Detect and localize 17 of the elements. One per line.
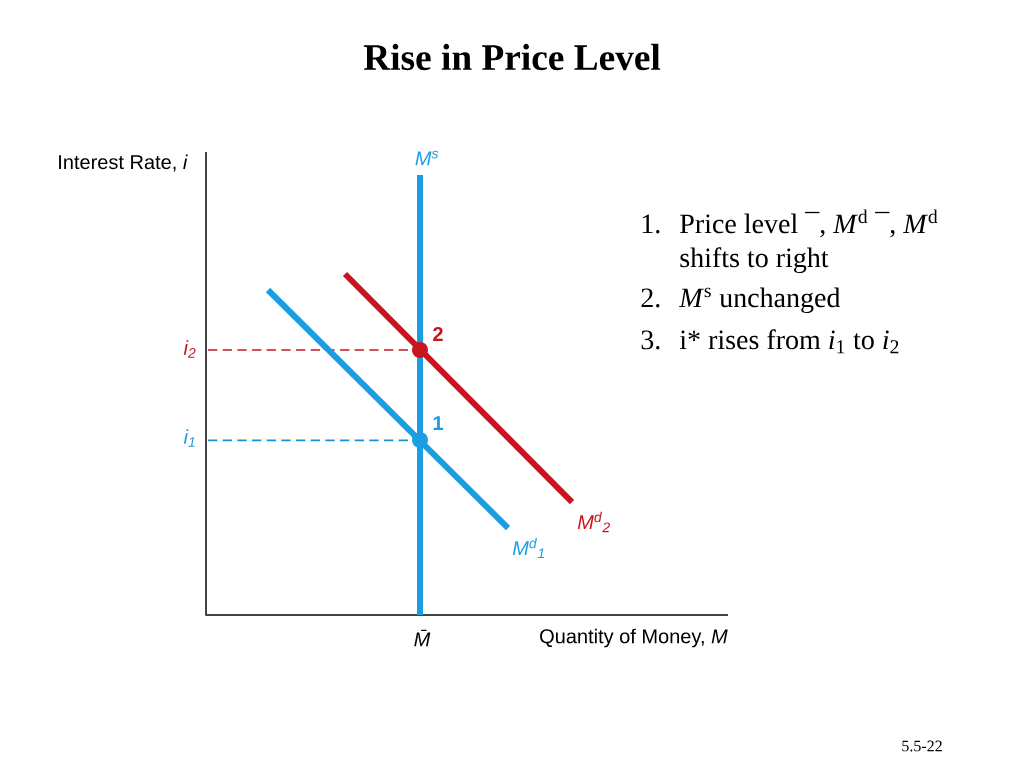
list-number: 2. bbox=[641, 288, 660, 308]
point-label: 1 bbox=[433, 416, 443, 430]
tick-label: M̄ bbox=[414, 629, 431, 647]
point-label: 2 bbox=[433, 327, 443, 341]
curve-label: M$^{d}$2 bbox=[577, 511, 610, 533]
slide-number: 5.5-22 bbox=[902, 740, 942, 752]
list-number: 3. bbox=[641, 330, 660, 350]
axis-title: Quantity of Money, M bbox=[540, 628, 728, 648]
curve-label: M$^{s}$ bbox=[415, 150, 439, 166]
title: Rise in Price Level bbox=[363, 43, 661, 71]
list-item: i* rises from i$_{1}$ to i$_{2}$ bbox=[679, 329, 899, 354]
axis-title: Interest Rate, i bbox=[59, 154, 188, 172]
tick-label: i$_{1}$ bbox=[183, 429, 195, 447]
list-number: 1. bbox=[642, 214, 660, 234]
list-item: M$^{s}$ unchanged bbox=[678, 287, 841, 314]
curve-label: M$^{d}$1 bbox=[512, 537, 544, 559]
tick-label: i$_{2}$ bbox=[183, 340, 196, 358]
